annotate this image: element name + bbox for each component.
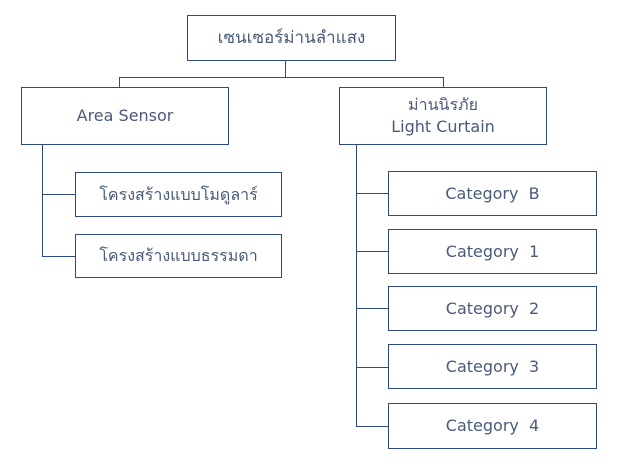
category-3-node: Category 3 — [388, 344, 597, 389]
connector-left-2 — [42, 256, 75, 258]
light-curtain-label-en: Light Curtain — [391, 117, 495, 136]
connector-right-2 — [356, 251, 389, 253]
connector-left-drop — [119, 77, 121, 87]
standard-structure-node: โครงสร้างแบบธรรมดา — [75, 234, 282, 278]
category-b-node: Category B — [388, 171, 597, 216]
category-4-node: Category 4 — [388, 403, 597, 449]
area-sensor-node: Area Sensor — [21, 87, 229, 145]
category-2-node: Category 2 — [388, 286, 597, 331]
connector-right-spine — [356, 145, 358, 427]
connector-root-down — [285, 60, 287, 78]
root-label: เซนเซอร์ม่านลำแสง — [217, 28, 366, 48]
area-sensor-label: Area Sensor — [76, 106, 174, 125]
connector-right-5 — [356, 426, 389, 428]
category-b-label: Category B — [445, 183, 540, 203]
connector-right-3 — [356, 308, 389, 310]
category-1-label: Category 1 — [445, 241, 540, 261]
category-1-node: Category 1 — [388, 229, 597, 274]
connector-right-1 — [356, 193, 389, 195]
connector-right-drop — [443, 77, 445, 87]
modular-structure-label: โครงสร้างแบบโมดูลาร์ — [99, 184, 258, 204]
category-2-label: Category 2 — [445, 298, 540, 318]
connector-left-1 — [42, 194, 75, 196]
root-node: เซนเซอร์ม่านลำแสง — [187, 15, 396, 61]
light-curtain-node: ม่านนิรภัย Light Curtain — [339, 87, 547, 145]
connector-top-bar — [119, 77, 444, 79]
light-curtain-label-thai: ม่านนิรภัย — [408, 95, 478, 114]
standard-structure-label: โครงสร้างแบบธรรมดา — [99, 246, 258, 265]
connector-right-4 — [356, 367, 389, 369]
category-3-label: Category 3 — [445, 356, 540, 376]
connector-left-spine — [42, 144, 44, 257]
modular-structure-node: โครงสร้างแบบโมดูลาร์ — [75, 172, 282, 217]
category-4-label: Category 4 — [445, 416, 540, 435]
